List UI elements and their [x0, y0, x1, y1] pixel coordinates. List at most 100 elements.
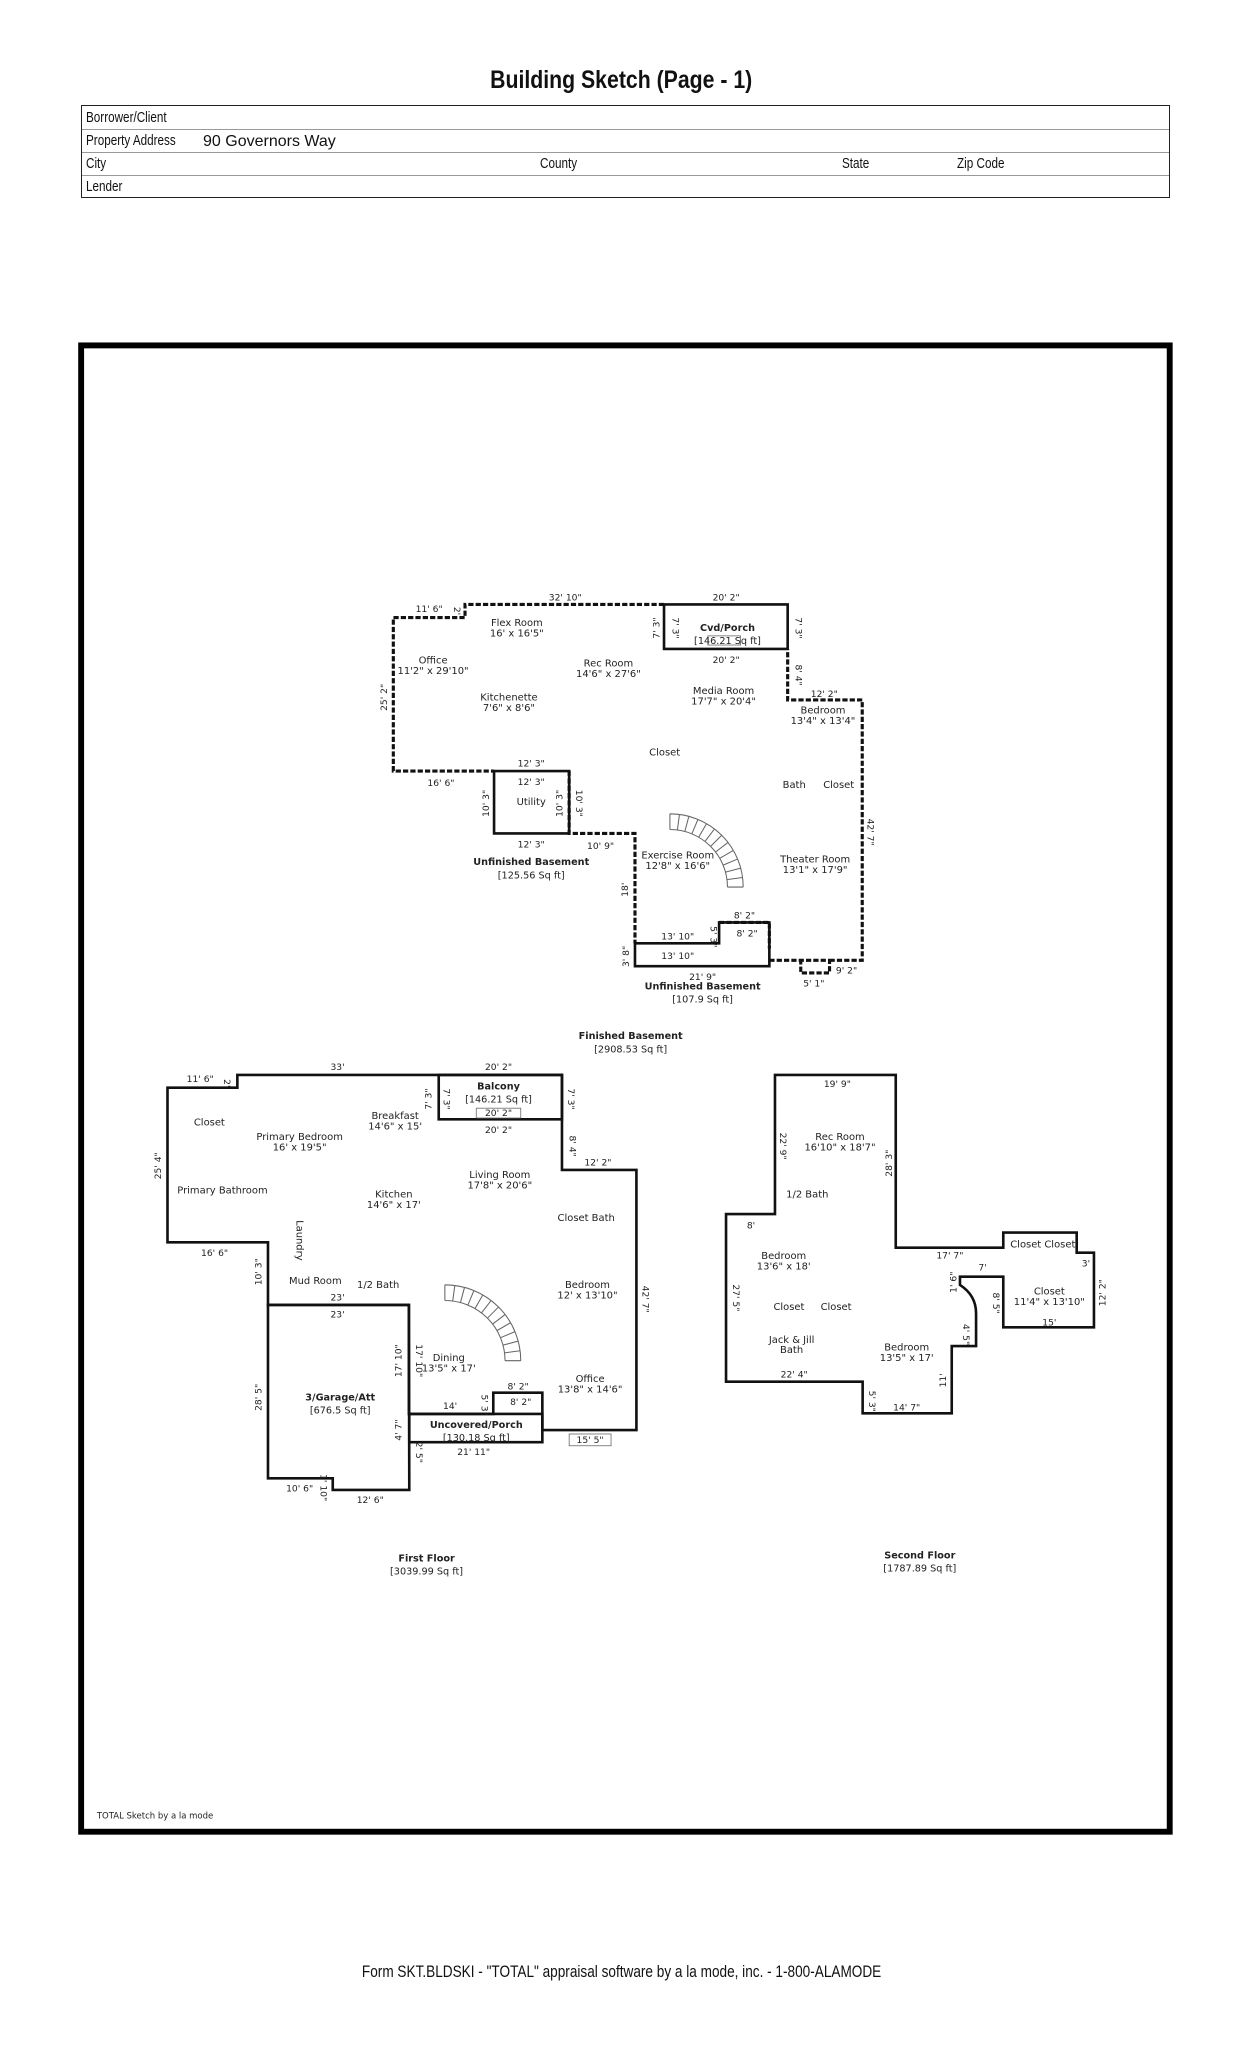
- first-floor-stairs-icon: [444, 1284, 522, 1362]
- room-name-label: Closet: [823, 780, 854, 791]
- area-name-label: Balcony: [477, 1082, 520, 1093]
- area-sqft-label: [146.21 Sq ft]: [694, 636, 761, 647]
- address-row: Property Address 90 Governors Way: [82, 129, 1169, 153]
- dimension-label: 12' 2": [584, 1159, 611, 1169]
- sketch-frame: [78, 342, 1173, 1835]
- room-name-label: Exercise Room: [641, 851, 714, 862]
- dimension-label: 8': [747, 1221, 755, 1231]
- dimension-label: 20' 2": [713, 656, 740, 666]
- room-size-label: 13'5" x 17': [422, 1364, 476, 1375]
- dimension-label: 11' 6": [187, 1075, 214, 1085]
- dimension-label: 10' 9": [587, 842, 614, 852]
- room-name-label: Mud Room: [289, 1276, 342, 1287]
- dimension-label: 25' 2": [380, 684, 390, 711]
- room-name-label: Closet Closet: [1010, 1239, 1075, 1250]
- room-size-label: Bath: [780, 1345, 803, 1356]
- cvd-porch-outline: [662, 603, 789, 651]
- utility-outline: [492, 769, 571, 835]
- room-name-label: Kitchenette: [480, 692, 537, 703]
- dimension-label: 11': [939, 1373, 949, 1387]
- room-name-label: Bedroom: [565, 1280, 610, 1291]
- dimension-label: 12' 2": [811, 690, 838, 700]
- dimension-label: 10' 3": [482, 790, 492, 817]
- second-floor-outline: [724, 1073, 1096, 1415]
- dimension-label: 8' 4": [566, 1136, 576, 1157]
- room-name-label: Living Room: [469, 1170, 530, 1181]
- dimension-label: 20' 2": [485, 1109, 512, 1119]
- dimension-label: 21' 9": [689, 973, 716, 983]
- dimension-label: 28' 3": [885, 1150, 895, 1177]
- dimension-label: 7' 3": [652, 617, 662, 638]
- room-name-label: Bath: [783, 780, 806, 791]
- stair-steps: [444, 1284, 522, 1362]
- lender-row: Lender: [82, 175, 1169, 198]
- dimension-label: 20' 2": [485, 1063, 512, 1073]
- room-name-label: Dining: [433, 1353, 465, 1364]
- room-name-label: 1/2 Bath: [357, 1280, 399, 1291]
- dimension-label: 13' 10": [661, 932, 694, 942]
- room-name-label: Bedroom: [801, 705, 846, 716]
- room-size-label: 14'6" x 15': [368, 1122, 422, 1133]
- room-size-label: 11'2" x 29'10": [398, 666, 469, 677]
- room-size-label: 16' x 19'5": [273, 1142, 327, 1153]
- dimension-label: 5' 3": [479, 1395, 489, 1416]
- dimension-label: 42' 7": [865, 819, 875, 846]
- dimension-label: 14' 7": [893, 1403, 920, 1413]
- dimension-label: 8' 2": [510, 1398, 531, 1408]
- dimension-label: 10' 3": [573, 790, 583, 817]
- stair-steps: [669, 813, 744, 888]
- room-name-label: Closet: [1034, 1286, 1065, 1297]
- sketch-credit: TOTAL Sketch by a la mode: [96, 1812, 213, 1822]
- dimension-label: 4' 7": [395, 1419, 405, 1440]
- room-name-label: Closet: [821, 1302, 852, 1313]
- room-size-label: 12'8" x 16'6": [645, 861, 710, 872]
- page-title: Building Sketch (Page - 1): [490, 66, 753, 94]
- dimension-label: 42' 7": [640, 1286, 650, 1313]
- porch-outline: [407, 1412, 544, 1444]
- area-name-label: 3/Garage/Att: [305, 1392, 375, 1403]
- lender-label: Lender: [86, 178, 123, 195]
- dimension-label: 12' 3": [518, 841, 545, 851]
- room-name-label: Closet: [773, 1302, 804, 1313]
- form-footer: Form SKT.BLDSKI - "TOTAL" appraisal soft…: [361, 1962, 882, 1981]
- balcony-outline: [437, 1073, 564, 1121]
- room-name-label: Utility: [517, 797, 546, 808]
- room-name-label: Office: [419, 656, 448, 667]
- room-name-label: Closet Bath: [558, 1213, 615, 1224]
- dimension-label: 5' 3": [708, 926, 718, 947]
- room-size-label: 7'6" x 8'6": [483, 703, 535, 714]
- dimension-label: 1' 6": [949, 1272, 959, 1293]
- dimension-label: 10' 3": [556, 790, 566, 817]
- area-name-label: First Floor: [398, 1553, 455, 1564]
- dimension-label: 22' 4": [781, 1371, 808, 1381]
- subject-info-table: Borrower/Client Property Address 90 Gove…: [81, 105, 1170, 198]
- area-sqft-label: [146.21 Sq ft]: [465, 1095, 532, 1106]
- room-name-label: Primary Bedroom: [256, 1132, 343, 1143]
- state-label: State: [842, 155, 870, 172]
- dimension-label: 4' 5": [960, 1324, 970, 1345]
- room-size-label: 13'5" x 17': [880, 1353, 934, 1364]
- address-value: 90 Governors Way: [203, 133, 336, 150]
- dimension-label: 10' 3": [255, 1258, 265, 1285]
- dimension-label: 20' 2": [485, 1126, 512, 1136]
- dimension-label: 23': [331, 1293, 345, 1303]
- area-name-label: Finished Basement: [579, 1031, 683, 1042]
- dimension-label: 7' 3": [793, 617, 803, 638]
- dimension-label: 20' 2": [713, 593, 740, 603]
- dimension-label: 12' 6": [357, 1496, 384, 1506]
- room-name-label: Rec Room: [815, 1132, 865, 1143]
- dimension-label: 12' 3": [518, 760, 545, 770]
- dimension-label: 33': [331, 1063, 345, 1073]
- dimension-label: 28' 5": [255, 1384, 265, 1411]
- room-name-label: Bedroom: [761, 1251, 806, 1262]
- room-size-label: 11'4" x 13'10": [1014, 1297, 1085, 1308]
- dimension-label: 8' 4": [793, 664, 803, 685]
- room-size-label: 13'1" x 17'9": [783, 865, 848, 876]
- finished-basement-wall: [391, 602, 864, 975]
- area-sqft-label: [676.5 Sq ft]: [310, 1405, 371, 1416]
- dimension-label: 2': [221, 1079, 231, 1087]
- sketch-labels: Cvd/Porch[146.21 Sq ft]Unfinished Baseme…: [154, 593, 1109, 1577]
- area-name-label: Cvd/Porch: [700, 623, 755, 634]
- borrower-row: Borrower/Client: [82, 106, 1169, 130]
- location-row: City County State Zip Code: [82, 152, 1169, 176]
